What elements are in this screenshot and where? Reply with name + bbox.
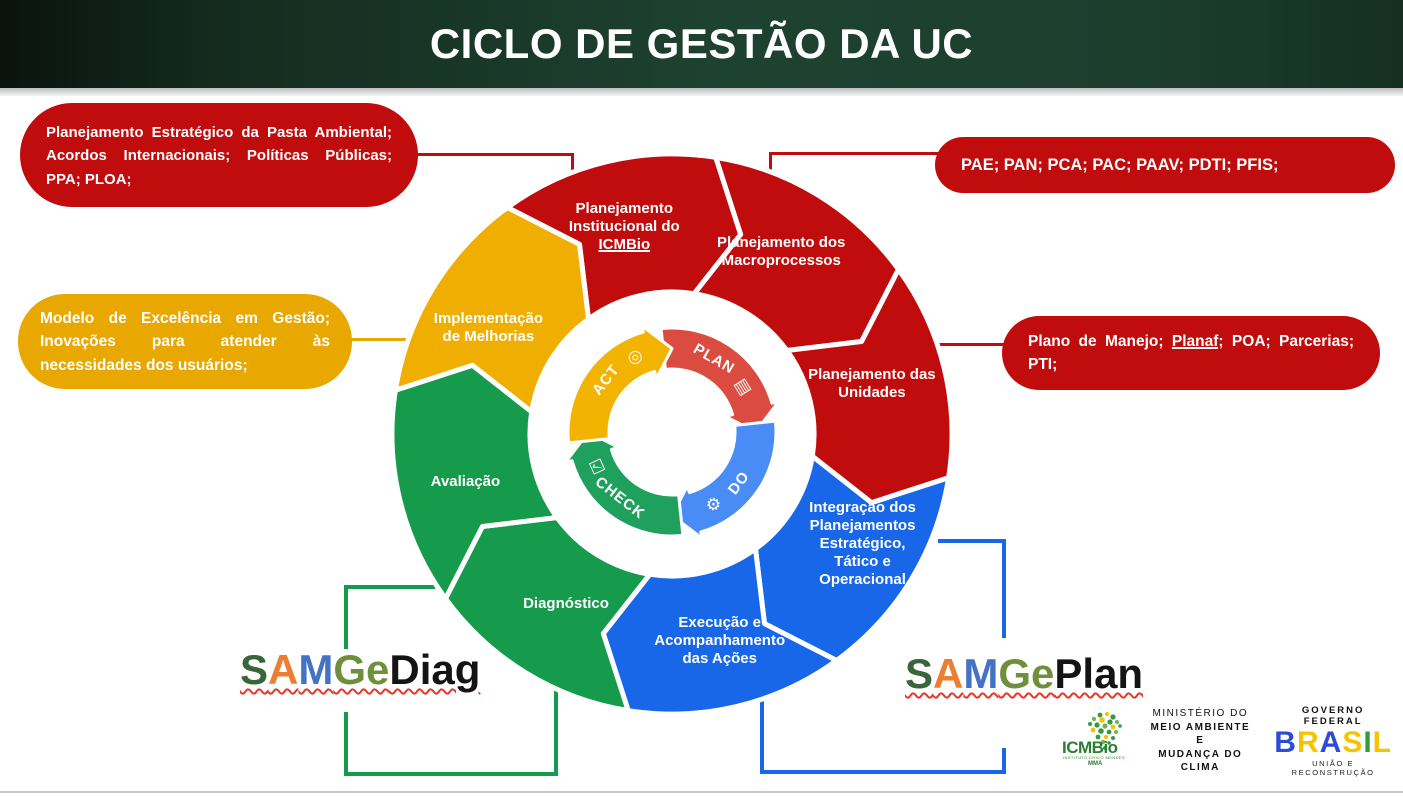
icmbio-logo: ICMBio INSTITUTO CHICO MENDES MMA (1062, 710, 1126, 772)
footer-divider (0, 791, 1403, 793)
connector-pae-h (769, 152, 939, 155)
implementacao-melhorias-segment (392, 205, 591, 415)
pdca-act-label: ACT (588, 361, 623, 399)
ministerio-logo: MINISTÉRIO DO MEIO AMBIENTE E MUDANÇA DO… (1150, 707, 1250, 775)
integracao-planejamentos-segment (753, 453, 952, 663)
callout-pae: PAE; PAN; PCA; PAC; PAAV; PDTI; PFIS; (935, 137, 1395, 193)
avaliacao-segment (389, 362, 560, 602)
icmbio-logo-text: ICMBio (1062, 738, 1118, 757)
bracket-plan-right-upper (1002, 539, 1006, 638)
ministerio-line3: MUDANÇA DO CLIMA (1158, 748, 1243, 774)
callout-pae-text: PAE; PAN; PCA; PAC; PAAV; PDTI; PFIS; (961, 155, 1279, 174)
bracket-diag-bottom (344, 772, 558, 776)
pdca-check-label: CHECK (592, 473, 649, 523)
planaf-underlined: Planaf; (1171, 333, 1224, 350)
planejamento-macroprocessos-segment (691, 154, 901, 353)
ministerio-line1: MINISTÉRIO DO (1152, 708, 1249, 720)
callout-strategic-text: Planejamento Estratégico da Pasta Ambien… (46, 124, 392, 188)
bracket-plan-bottom (760, 770, 1006, 774)
act-segment (566, 323, 674, 445)
planejamento-institucional-icmbio-segment (504, 151, 744, 322)
pdca-act-icon: ◎ (624, 344, 647, 369)
execucao-acompanhamento-acoes-segment (600, 546, 840, 717)
connector-strategic-h (416, 153, 574, 156)
brasil-logo-text: BRASIL (1274, 726, 1392, 760)
pdca-check-icon: ☑ (583, 456, 609, 479)
bracket-diag-right (554, 690, 558, 776)
bracket-plan-left (760, 700, 764, 772)
pdca-do-label: DO (724, 467, 754, 498)
connector-manejo-h (938, 343, 1004, 346)
do-segment (670, 419, 778, 541)
header-divider (0, 88, 1403, 96)
bracket-diag-left-lower (344, 712, 348, 776)
avaliacao-label: Avaliação (430, 472, 501, 490)
bracket-plan-right-lower (1002, 748, 1006, 774)
bracket-diag-top (344, 585, 442, 589)
bracket-diag-left-upper (344, 585, 348, 649)
samge-plan-label: SAMGePlan (905, 650, 1144, 697)
title-bar: CICLO DE GESTÃO DA UC (0, 0, 1403, 88)
check-segment (563, 430, 685, 538)
ministerio-line2: MEIO AMBIENTE E (1150, 721, 1251, 747)
page-title: CICLO DE GESTÃO DA UC (429, 20, 974, 67)
planejamento-unidades-segment (784, 266, 955, 506)
callout-plano-manejo: Plano de Manejo; Planaf; POA; Parcerias;… (1002, 316, 1380, 390)
diagnostico-label: Diagnóstico (523, 594, 609, 612)
governo-federal-logo: GOVERNO FEDERAL BRASIL UNIÃO E RECONSTRU… (1274, 705, 1392, 777)
pdca-do-icon: ⚙ (702, 492, 726, 518)
connector-pae-v (769, 152, 772, 186)
uniao-reconstrucao-text: UNIÃO E RECONSTRUÇÃO (1291, 758, 1375, 777)
pdca-plan-icon: ▤ (730, 375, 756, 400)
governo-federal-text: GOVERNO FEDERAL (1301, 705, 1365, 728)
icmbio-logo-subtext: INSTITUTO CHICO MENDES (1063, 755, 1126, 760)
callout-excelencia-text: Modelo de Excelência em Gestão; Inovaçõe… (40, 310, 330, 374)
plan-segment (659, 326, 781, 434)
callout-planejamento-estrategico: Planejamento Estratégico da Pasta Ambien… (20, 103, 418, 207)
bracket-plan-top (938, 539, 1006, 543)
logo-strip: ICMBio INSTITUTO CHICO MENDES MMA MINIST… (1062, 705, 1392, 777)
callout-manejo-text: Plano de Manejo; Planaf; POA; Parcerias;… (1028, 333, 1354, 374)
connector-strategic-v (571, 153, 574, 183)
pdca-plan-label: PLAN (690, 340, 738, 378)
icmbio-map-icon (1088, 712, 1123, 750)
icmbio-logo-mma: MMA (1088, 761, 1103, 767)
connector-excelencia-h (350, 338, 414, 341)
samge-diag-label: SAMGeDiag (240, 646, 481, 693)
callout-modelo-excelencia: Modelo de Excelência em Gestão; Inovaçõe… (18, 294, 352, 389)
